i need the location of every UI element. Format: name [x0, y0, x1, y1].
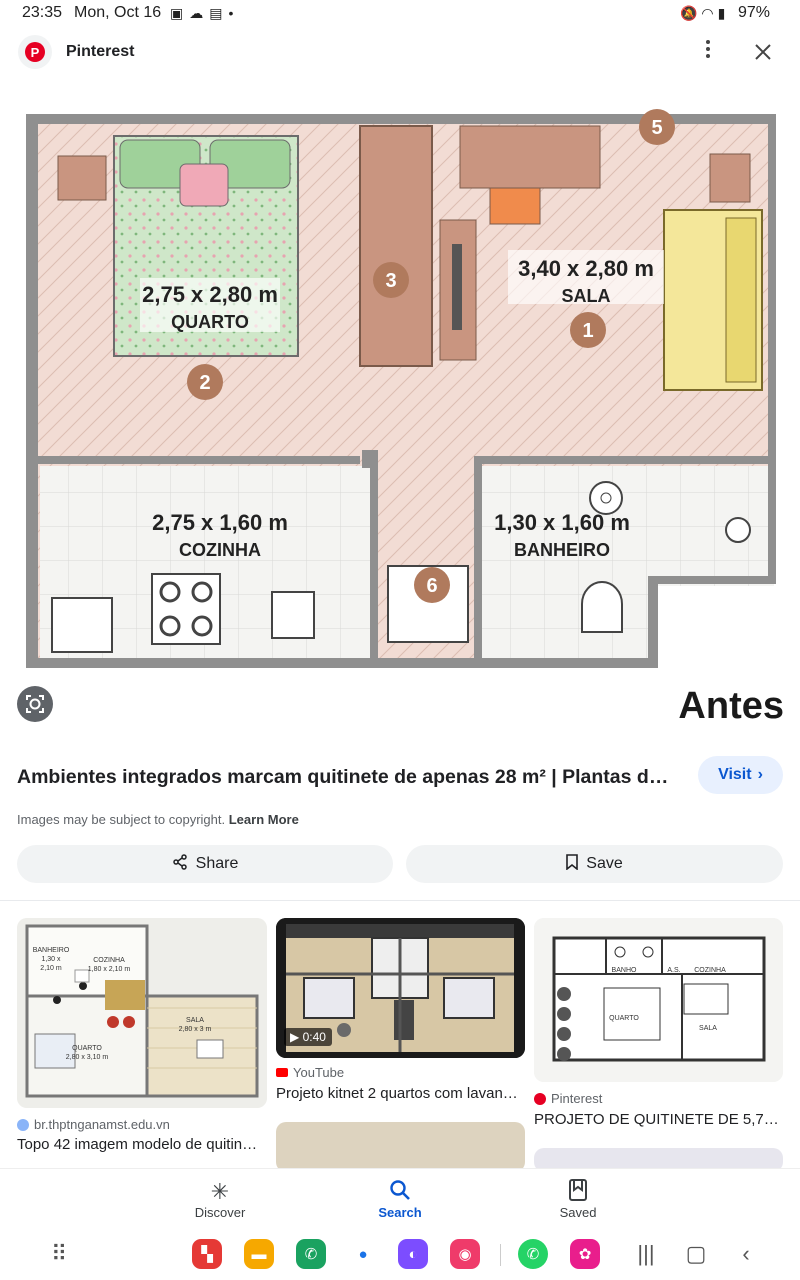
close-icon[interactable]	[750, 38, 776, 66]
thumb1-label-dim2: 2,10 m	[40, 965, 62, 972]
globe-icon	[17, 1118, 29, 1131]
save-button[interactable]: Save	[406, 845, 783, 883]
whatsapp-app-icon[interactable]: ✆	[518, 1239, 548, 1269]
messages-app-icon[interactable]: ●	[348, 1239, 378, 1269]
play-icon: ▶	[290, 1030, 300, 1044]
thumb1-label-cozinha: COZINHA	[93, 957, 125, 964]
thumb3-label-sala: SALA	[699, 1025, 717, 1032]
dock-divider	[500, 1244, 501, 1266]
share-label: Share	[195, 855, 239, 872]
share-button[interactable]: Share	[17, 845, 393, 883]
thumb1-label-cozinha-dims: 1,80 x 2,10 m	[88, 966, 131, 973]
recents-icon[interactable]: |||	[637, 1241, 655, 1266]
related-title-1[interactable]: Topo 42 imagem modelo de quitin…	[17, 1136, 258, 1153]
clock: 23:35	[22, 4, 63, 21]
result-title[interactable]: Ambientes integrados marcam quitinete de…	[17, 766, 677, 788]
thumb1-label-sala: SALA	[186, 1017, 204, 1024]
search-icon	[340, 1179, 460, 1205]
app-drawer-icon[interactable]: ⠿	[50, 1241, 68, 1266]
video-duration: ▶ 0:40	[284, 1028, 332, 1046]
copyright-text: Images may be subject to copyright.	[17, 812, 226, 827]
pinterest-small-icon	[534, 1092, 546, 1105]
room-name-quarto: QUARTO	[171, 312, 249, 332]
learn-more-link[interactable]: Learn More	[228, 812, 299, 827]
related-source-2: YouTube	[276, 1065, 344, 1080]
related-image-3[interactable]: BANHO A.S. COZINHA QUARTO SALA	[534, 918, 783, 1082]
room-dims-cozinha: 2,75 x 1,60 m	[152, 510, 288, 535]
room-dims-quarto: 2,75 x 2,80 m	[142, 282, 278, 307]
lens-search-icon[interactable]	[17, 686, 53, 722]
nav-discover[interactable]: ✳ Discover	[160, 1179, 280, 1220]
signal-icons: 🔕◠▮	[680, 5, 730, 21]
status-bar: 23:35 Mon, Oct 16 ▣☁▤• 🔕◠▮ 97%	[0, 0, 800, 28]
thumb3-label-banho: BANHO	[612, 967, 637, 974]
room-name-banheiro: BANHEIRO	[514, 540, 610, 560]
status-date: Mon, Oct 16	[74, 4, 162, 21]
thumb3-label-as: A.S.	[667, 967, 680, 974]
related-title-3[interactable]: PROJETO DE QUITINETE DE 5,70 x…	[534, 1111, 783, 1128]
system-dock: ⠿ ▚ ▬ ✆ ● ◐ ◉ ✆ ✿ ||| ▢ ‹	[0, 1230, 800, 1280]
thumb3-label-cozinha: COZINHA	[694, 967, 726, 974]
internet-app-icon[interactable]: ◐	[398, 1239, 428, 1269]
marker-1: 1	[582, 320, 593, 342]
chevron-right-icon: ›	[757, 766, 763, 783]
thumb1-label-quarto-dims: 2,80 x 3,10 m	[66, 1054, 109, 1061]
gallery-app-icon[interactable]: ✿	[570, 1239, 600, 1269]
camera-app-icon[interactable]: ◉	[450, 1239, 480, 1269]
asterisk-icon: ✳	[210, 1179, 230, 1204]
image-caption: Antes	[678, 685, 784, 727]
flipboard-app-icon[interactable]: ▚	[192, 1239, 222, 1269]
phone-app-icon[interactable]: ✆	[296, 1239, 326, 1269]
thumb1-label-banheiro: BANHEIRO	[33, 947, 70, 954]
related-source-3: Pinterest	[534, 1091, 602, 1106]
back-icon[interactable]: ‹	[742, 1241, 750, 1266]
thumb1-label-sala-dims: 2,80 x 3 m	[179, 1026, 212, 1033]
main-image[interactable]: 2,75 x 2,80 m QUARTO 3,40 x 2,80 m SALA …	[0, 84, 800, 736]
marker-6: 6	[426, 575, 437, 597]
marker-5: 5	[651, 117, 662, 139]
nav-saved[interactable]: Saved	[518, 1179, 638, 1220]
visit-button[interactable]: Visit ›	[698, 756, 783, 794]
marker-3: 3	[385, 270, 396, 292]
copyright-notice: Images may be subject to copyright. Lear…	[17, 812, 299, 827]
marker-2: 2	[199, 372, 210, 394]
saved-bookmark-icon	[518, 1179, 638, 1205]
related-image-1[interactable]: BANHEIRO 1,30 x 2,10 m COZINHA 1,80 x 2,…	[17, 918, 267, 1108]
related-image-4[interactable]	[276, 1122, 525, 1172]
save-label: Save	[586, 855, 623, 872]
divider	[0, 900, 800, 901]
notification-icons: ▣☁▤•	[170, 5, 240, 21]
bottom-nav: ✳ Discover Search Saved	[0, 1168, 800, 1228]
home-icon[interactable]: ▢	[685, 1241, 707, 1266]
visit-label: Visit	[718, 766, 752, 783]
more-options-icon[interactable]	[698, 39, 718, 67]
room-name-cozinha: COZINHA	[179, 540, 261, 560]
bookmark-icon	[566, 853, 579, 875]
share-icon	[172, 853, 188, 875]
thumb3-label-quarto: QUARTO	[609, 1015, 639, 1022]
room-name-sala: SALA	[562, 286, 611, 306]
battery-level: 97%	[738, 4, 771, 21]
nav-search[interactable]: Search	[340, 1179, 460, 1220]
site-name: Pinterest	[66, 43, 135, 60]
room-dims-banheiro: 1,30 x 1,60 m	[494, 510, 630, 535]
pinterest-logo-icon: P	[18, 35, 52, 69]
thumb1-label-quarto: QUARTO	[72, 1045, 102, 1052]
related-title-2[interactable]: Projeto kitnet 2 quartos com lavan…	[276, 1085, 518, 1102]
related-source-1: br.thptnganamst.edu.vn	[17, 1117, 170, 1132]
files-app-icon[interactable]: ▬	[244, 1239, 274, 1269]
title-bar: P Pinterest	[0, 30, 800, 80]
room-dims-sala: 3,40 x 2,80 m	[518, 256, 654, 281]
thumb1-label-dim1: 1,30 x	[41, 956, 61, 963]
youtube-icon	[276, 1068, 288, 1077]
